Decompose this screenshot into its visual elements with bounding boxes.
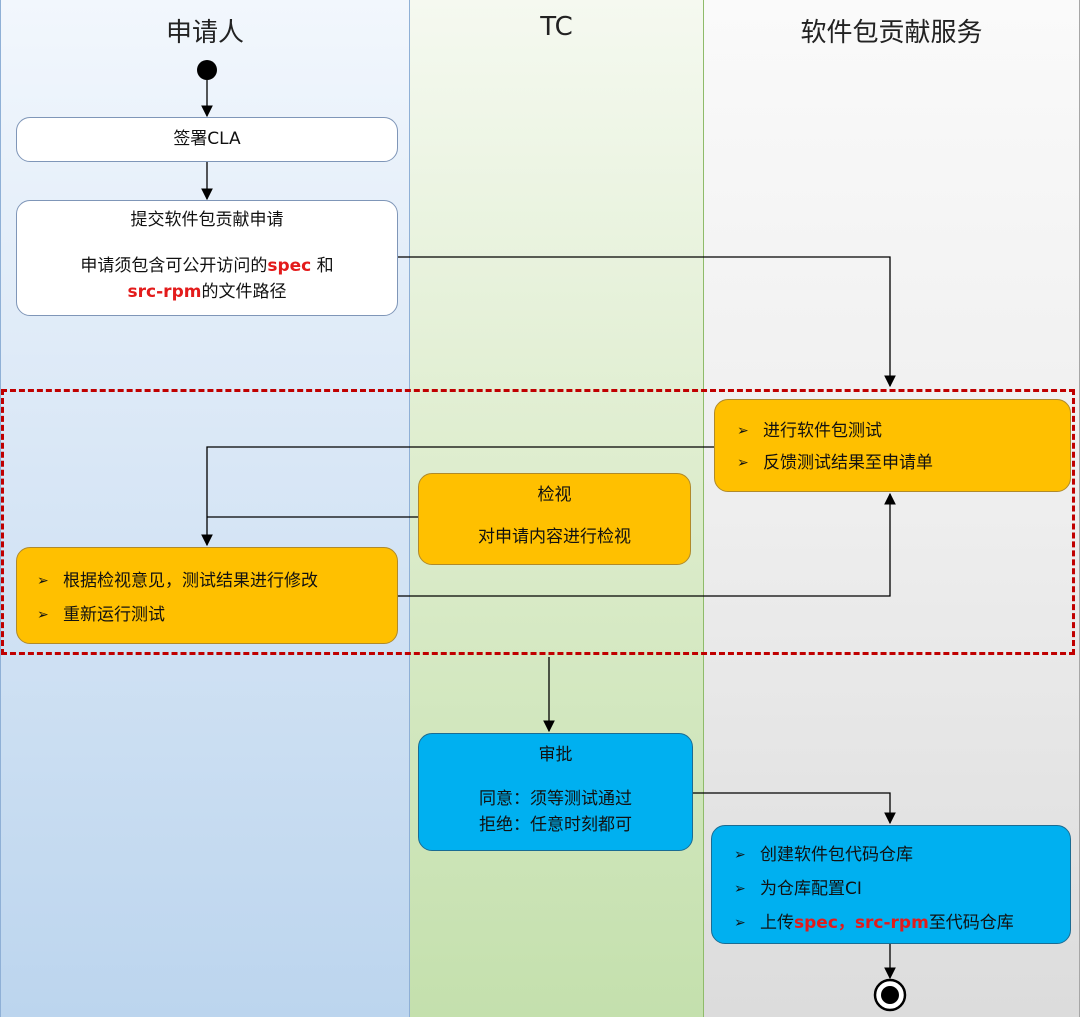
modify-item: ➢ 重新运行测试 (37, 602, 397, 628)
node-create-repo: ➢ 创建软件包代码仓库 ➢ 为仓库配置CI ➢ 上传spec，src-rpm至代… (711, 825, 1071, 944)
create-item3-pre: 上传 (760, 913, 794, 933)
node-sign-cla: 签署CLA (16, 117, 398, 162)
submit-spec: spec (267, 256, 312, 276)
bullet-icon: ➢ (737, 423, 749, 439)
node-modify: ➢ 根据检视意见，测试结果进行修改 ➢ 重新运行测试 (16, 547, 398, 644)
create-item-label: 创建软件包代码仓库 (760, 845, 913, 865)
submit-line1-post: 和 (311, 256, 334, 276)
modify-item: ➢ 根据检视意见，测试结果进行修改 (37, 568, 397, 594)
create-spec: spec (794, 913, 838, 933)
test-item-label: 反馈测试结果至申请单 (763, 453, 933, 473)
create-item-label: 为仓库配置CI (760, 879, 862, 899)
bullet-icon: ➢ (734, 915, 746, 931)
test-item: ➢ 进行软件包测试 (737, 418, 1070, 444)
approve-line1: 同意：须等测试通过 (479, 789, 632, 809)
submit-line2: src-rpm的文件路径 (17, 279, 397, 305)
create-item-label: 上传spec，src-rpm至代码仓库 (760, 910, 1014, 936)
create-item3-post: 至代码仓库 (928, 913, 1014, 933)
approve-line2: 拒绝：任意时刻都可 (479, 815, 632, 835)
review-title: 检视 (537, 485, 572, 505)
modify-item-label: 根据检视意见，测试结果进行修改 (63, 571, 318, 591)
test-item: ➢ 反馈测试结果至申请单 (737, 450, 1070, 476)
create-item: ➢ 上传spec，src-rpm至代码仓库 (734, 910, 1070, 936)
node-approve: 审批 同意：须等测试通过 拒绝：任意时刻都可 (418, 733, 693, 851)
submit-line1: 申请须包含可公开访问的spec 和 (17, 253, 397, 279)
submit-line1-text: 申请须包含可公开访问的 (80, 256, 268, 276)
approve-title: 审批 (538, 745, 573, 765)
node-package-test: ➢ 进行软件包测试 ➢ 反馈测试结果至申请单 (714, 399, 1071, 492)
create-item: ➢ 为仓库配置CI (734, 876, 1070, 902)
test-item-label: 进行软件包测试 (763, 421, 882, 441)
modify-item-label: 重新运行测试 (63, 605, 165, 625)
create-comma: ， (837, 913, 855, 933)
submit-title: 提交软件包贡献申请 (130, 210, 284, 230)
lane-title-tc: TC (540, 12, 573, 42)
node-sign-cla-label: 签署CLA (173, 129, 241, 149)
submit-line2-text: 的文件路径 (201, 282, 287, 302)
bullet-icon: ➢ (734, 847, 746, 863)
bullet-icon: ➢ (737, 455, 749, 471)
lane-title-service: 软件包贡献服务 (800, 18, 983, 48)
submit-srcrpm: src-rpm (127, 282, 202, 302)
node-submit-application: 提交软件包贡献申请 申请须包含可公开访问的spec 和 src-rpm的文件路径 (16, 200, 398, 316)
lane-title-applicant: 申请人 (165, 18, 244, 48)
bullet-icon: ➢ (37, 607, 49, 623)
bullet-icon: ➢ (37, 573, 49, 589)
bullet-icon: ➢ (734, 881, 746, 897)
iteration-region (1, 389, 1075, 655)
review-desc: 对申请内容进行检视 (478, 527, 631, 547)
create-item: ➢ 创建软件包代码仓库 (734, 842, 1070, 868)
create-srcrpm: src-rpm (854, 913, 929, 933)
node-review: 检视 对申请内容进行检视 (418, 473, 691, 565)
